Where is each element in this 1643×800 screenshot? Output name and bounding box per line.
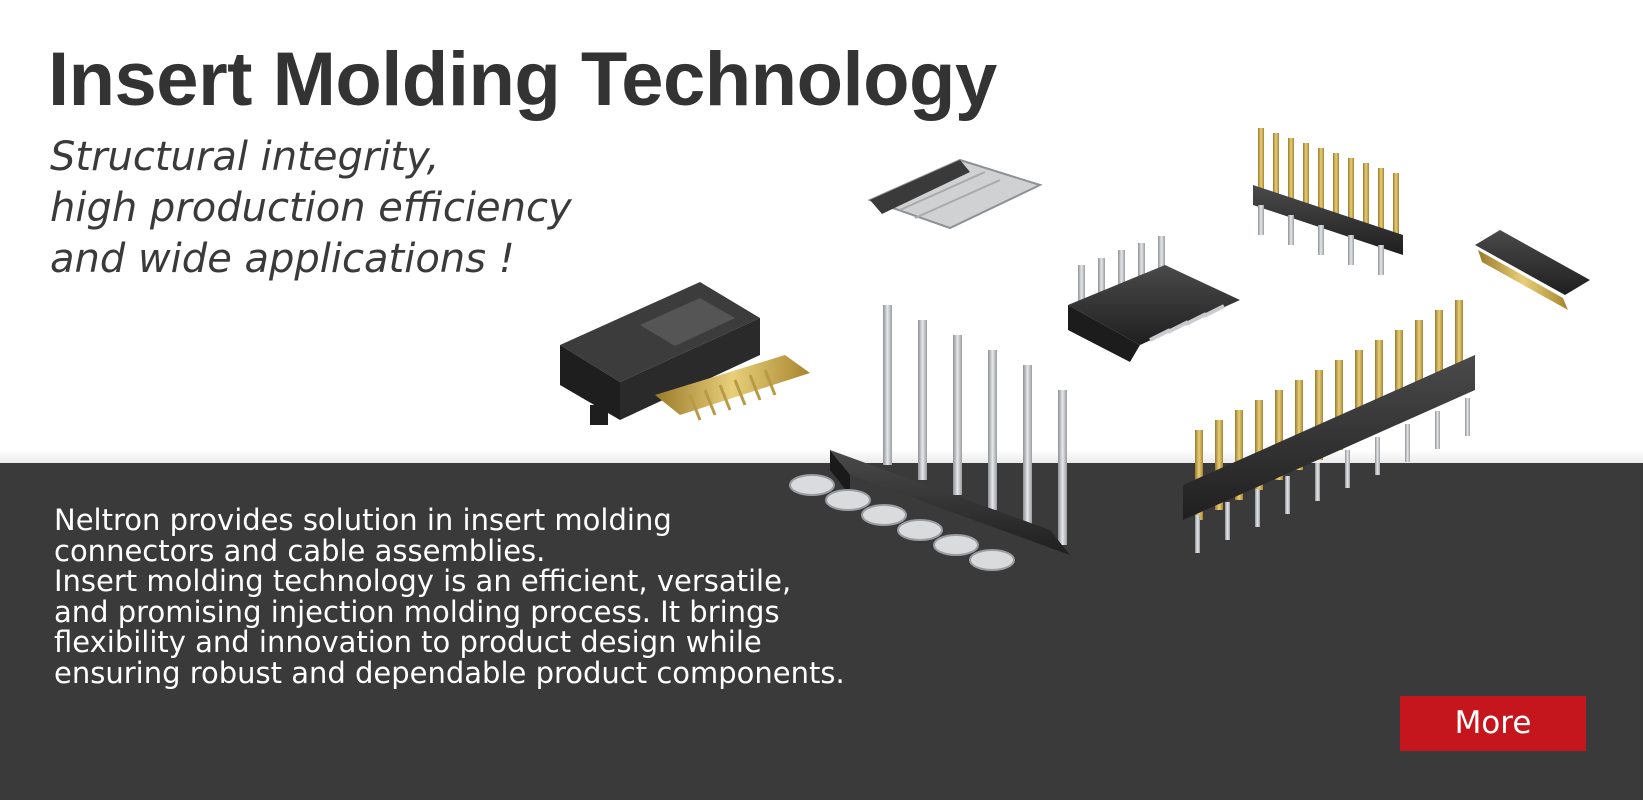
dark-band bbox=[0, 463, 1643, 800]
subtitle-line: Structural integrity, bbox=[50, 134, 440, 180]
subtitle-line: and wide applications ! bbox=[50, 236, 515, 282]
long-single-row-pin-header bbox=[1183, 300, 1475, 553]
description-line: and promising injection molding process.… bbox=[54, 594, 780, 629]
description-line: flexibility and innovation to product de… bbox=[54, 625, 762, 659]
more-button[interactable]: More bbox=[1400, 696, 1586, 751]
sata-connector bbox=[560, 282, 810, 425]
banner-subtitle: Structural integrity, high production ef… bbox=[50, 132, 572, 285]
description-line: ensuring robust and dependable product c… bbox=[54, 655, 845, 690]
description-line: Insert molding technology is an efficien… bbox=[54, 564, 792, 598]
right-angle-pin-header bbox=[789, 305, 1070, 571]
band-shadow bbox=[0, 450, 1643, 464]
description-line: connectors and cable assemblies. bbox=[54, 533, 546, 568]
board-to-wire-connector bbox=[1068, 236, 1240, 362]
subtitle-line: high production efficiency bbox=[50, 185, 572, 231]
smt-card-socket bbox=[867, 158, 1043, 230]
banner-title: Insert Molding Technology bbox=[48, 37, 997, 122]
board-to-board-connector bbox=[1475, 230, 1590, 310]
banner-description: Neltron provides solution in insert mold… bbox=[54, 505, 845, 688]
description-line: Neltron provides solution in insert mold… bbox=[54, 503, 672, 537]
dual-row-pin-header bbox=[1253, 128, 1403, 275]
